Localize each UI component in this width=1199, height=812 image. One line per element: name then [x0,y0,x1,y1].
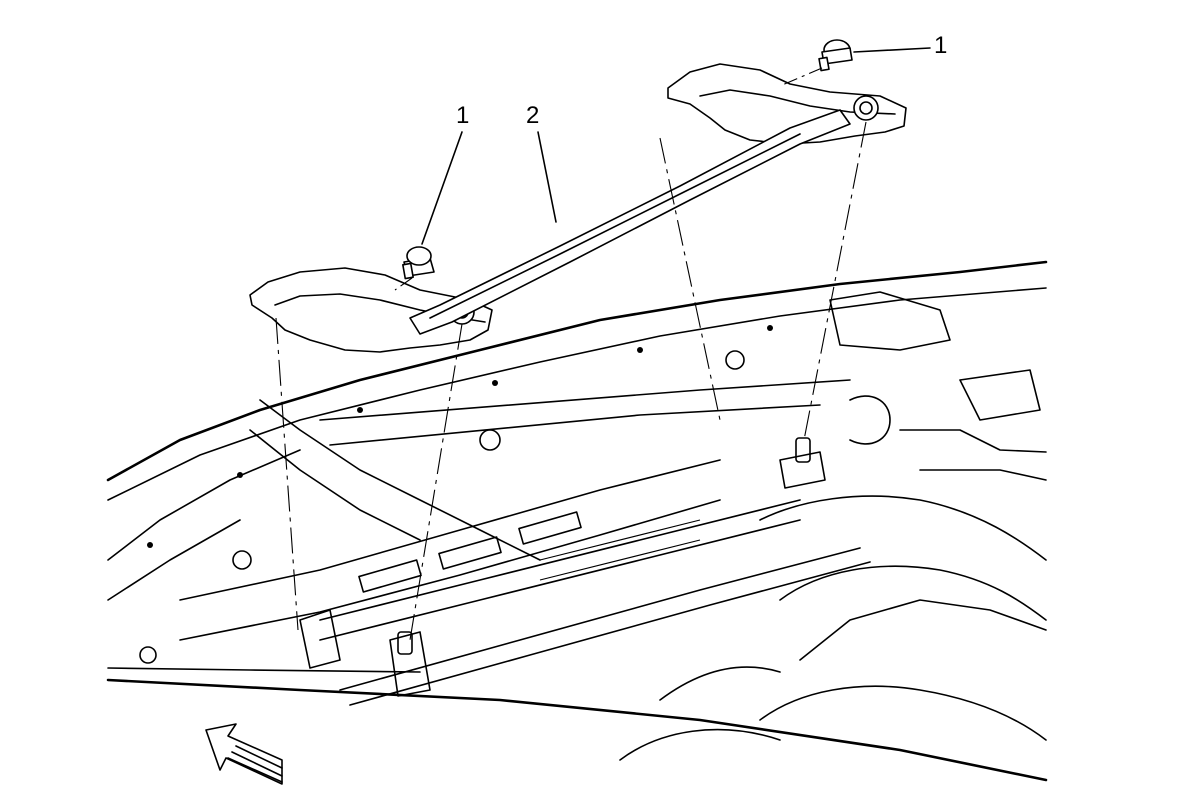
callout-bolt-left: 1 [456,102,470,129]
strut-tower-brace [249,63,907,353]
bolt-right-icon [818,39,853,72]
callout-brace: 2 [526,102,540,129]
bolt-left-icon [402,246,435,280]
callout-bolt-right: 1 [934,32,948,59]
arrow-forward-icon [205,723,283,785]
engine-bay [106,260,1048,782]
leader-lines [275,47,931,641]
